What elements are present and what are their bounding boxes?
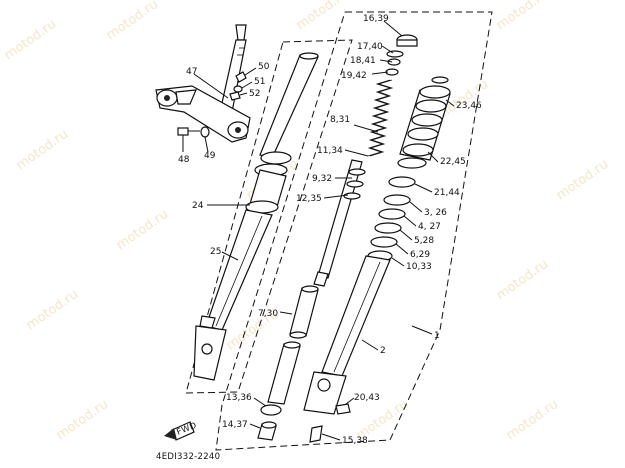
left-fork-boundary: [185, 39, 353, 394]
part-52: [229, 91, 241, 101]
callout-25: 25: [210, 247, 221, 257]
callout-20-43: 20,43: [354, 393, 380, 403]
washer-49: [200, 126, 210, 138]
watermark: motod.ru: [494, 0, 551, 33]
tube-13: [267, 343, 301, 405]
right-fork-boundary: [215, 11, 493, 451]
spacer-18: [387, 58, 401, 66]
left-fork: [193, 52, 319, 381]
fork-spring: [367, 79, 394, 157]
callout-5-28: 5,28: [414, 236, 434, 246]
callout-16-39: 16,39: [363, 14, 389, 24]
right-fork: [303, 76, 455, 443]
axle-boss-right: [303, 371, 347, 415]
steering-stem-assembly: [155, 24, 257, 153]
watermark: motod.ru: [24, 287, 81, 333]
diagram-code: 4EDI332-2240: [156, 452, 220, 462]
bushing-6: [370, 236, 398, 248]
callout-11-34: 11,34: [317, 146, 343, 156]
part-51: [233, 85, 243, 93]
watermark: motod.ru: [114, 207, 171, 253]
callout-14-37: 14,37: [222, 420, 248, 430]
watermark: motod.ru: [104, 0, 161, 43]
bolt-48: [177, 127, 189, 136]
oil-lock-13: [260, 404, 282, 416]
callout-19-42: 19,42: [341, 71, 367, 81]
clamp-21: [388, 176, 416, 188]
lower-damper-parts: [249, 285, 319, 441]
callout-49: 49: [204, 151, 216, 161]
watermark: motod.ru: [2, 17, 59, 63]
callout-6-29: 6,29: [410, 250, 430, 260]
bolt-15: [309, 425, 323, 443]
callout-48: 48: [178, 155, 190, 165]
watermark: motod.ru: [494, 257, 551, 303]
callout-50: 50: [258, 62, 270, 72]
callout-22-45: 22,45: [440, 157, 466, 167]
seal-3: [383, 194, 411, 206]
callout-47: 47: [186, 67, 197, 77]
callout-10-33: 10,33: [406, 262, 432, 272]
callout-8-31: 8,31: [330, 115, 350, 125]
clip-4: [378, 208, 406, 220]
watermark: motod.ru: [294, 0, 351, 33]
outer-tube-right: [321, 255, 391, 377]
callout-15-38: 15,38: [342, 436, 368, 446]
callout-23-46: 23,46: [456, 101, 482, 111]
watermark: motod.ru: [504, 397, 561, 443]
callout-18-41: 18,41: [350, 56, 376, 66]
callout-7-30: 7,30: [258, 309, 278, 319]
damper-cylinder-7: [289, 287, 319, 337]
watermark: motod.ru: [14, 127, 71, 173]
oring-17: [386, 50, 404, 58]
callout-2: 2: [380, 346, 386, 356]
callout-3-26: 3, 26: [424, 208, 447, 218]
stem-cap: [235, 24, 247, 41]
callout-9-32: 9,32: [312, 174, 332, 184]
part-50: [235, 71, 247, 83]
watermark: motod.ru: [554, 157, 611, 203]
callout-4-27: 4, 27: [418, 222, 441, 232]
washer-5: [374, 222, 402, 234]
assembly-boundaries: [185, 11, 493, 451]
callout-12-35: 12,35: [296, 194, 322, 204]
callout-13-36: 13,36: [226, 393, 252, 403]
callout-1: 1: [434, 331, 440, 341]
screw-20: [335, 403, 351, 415]
damper-rod: [317, 159, 363, 279]
callout-24: 24: [192, 201, 204, 211]
watermark: motod.ru: [54, 397, 111, 443]
callout-21-44: 21,44: [434, 188, 460, 198]
callout-labels: 16,39 17,40 18,41 19,42 23,46 8,31 11,34…: [178, 14, 482, 446]
damper-assembly: [313, 20, 418, 287]
callout-52: 52: [249, 89, 260, 99]
fwd-marker: FWD: [164, 421, 198, 441]
callout-17-40: 17,40: [357, 42, 383, 52]
callout-51: 51: [254, 77, 265, 87]
